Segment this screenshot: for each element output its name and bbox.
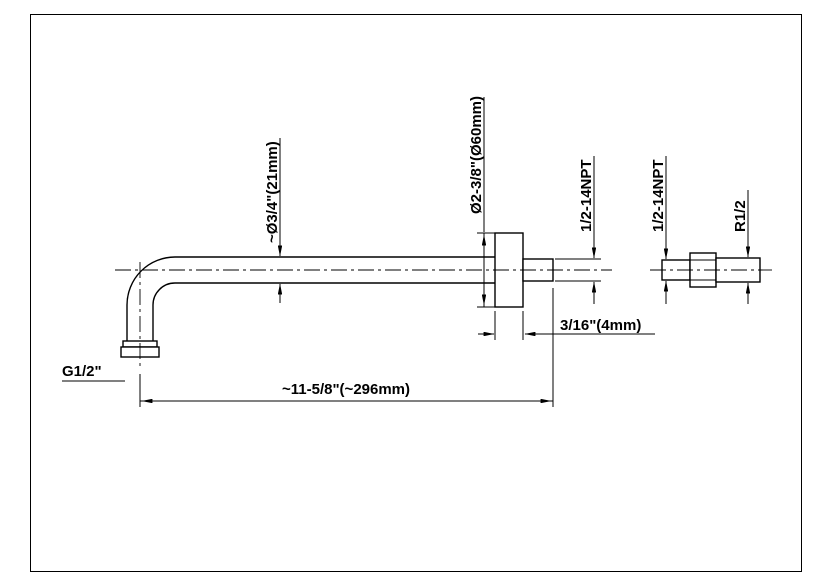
- dim-fitting-radius: R1/2: [732, 190, 751, 304]
- label-tube-diameter: ~Ø3/4"(21mm): [264, 141, 281, 243]
- dim-inlet-thread: G1/2": [62, 363, 125, 382]
- label-arm-thread: 1/2-14NPT: [578, 159, 595, 232]
- label-flange-diameter: Ø2-3/8"(Ø60mm): [468, 96, 485, 214]
- elbow-outer-arc: [126, 256, 176, 306]
- dim-arm-length: ~11-5/8"(~296mm): [139, 288, 554, 407]
- label-fitting-radius: R1/2: [732, 200, 749, 232]
- dim-flange-thickness: 3/16"(4mm): [478, 311, 655, 340]
- dim-tube-diameter: ~Ø3/4"(21mm): [264, 138, 283, 303]
- dim-arm-thread: 1/2-14NPT: [555, 156, 601, 304]
- drawing-border: [30, 14, 802, 572]
- label-fitting-thread: 1/2-14NPT: [650, 159, 667, 232]
- centerlines: [115, 262, 772, 370]
- elbow-inner-arc: [152, 282, 176, 306]
- dim-flange-diameter: Ø2-3/8"(Ø60mm): [468, 96, 496, 308]
- label-arm-length: ~11-5/8"(~296mm): [282, 381, 410, 398]
- dim-fitting-thread: 1/2-14NPT: [650, 156, 669, 304]
- shower-arm: [120, 232, 554, 358]
- label-flange-thickness: 3/16"(4mm): [560, 317, 641, 334]
- label-inlet-thread: G1/2": [62, 363, 102, 380]
